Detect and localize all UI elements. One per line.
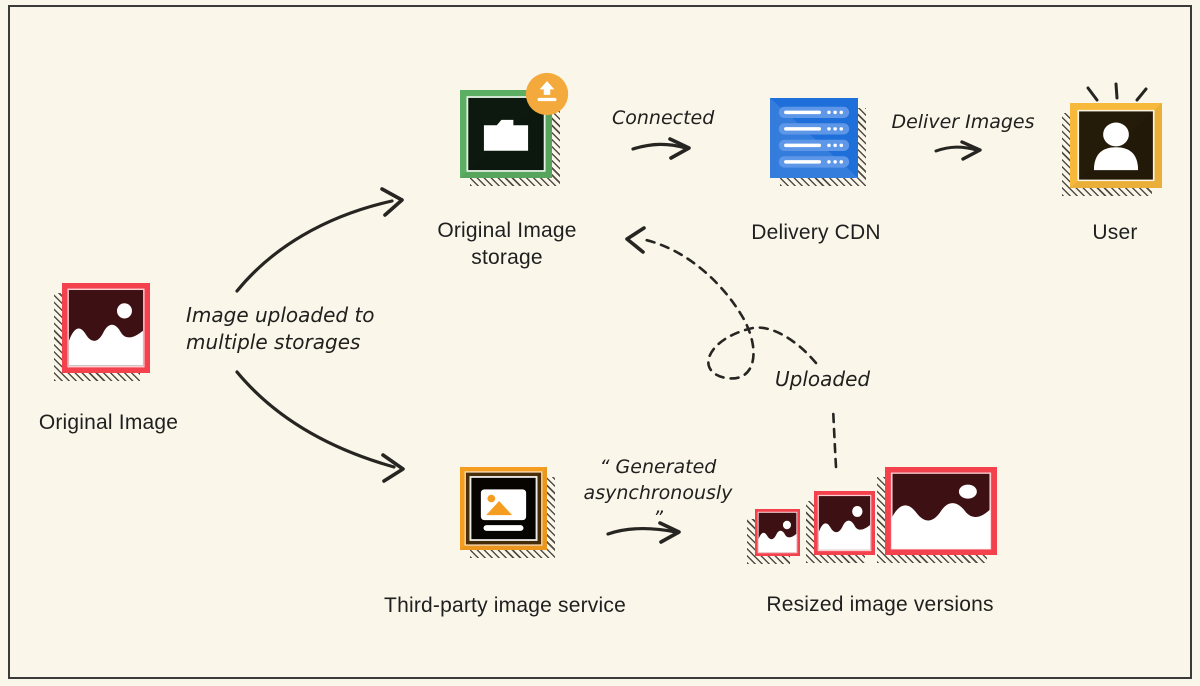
user-rays-icon (1086, 82, 1148, 102)
user-icon (1070, 103, 1162, 188)
deliver-images-arrow-head (960, 140, 982, 161)
uploaded-arrow-head (625, 226, 646, 254)
uploaded-dashed-tail (831, 406, 838, 469)
user-label: User (1092, 221, 1138, 244)
resized-image-large-icon (885, 467, 997, 555)
delivery-cdn-icon (770, 98, 858, 178)
original-image-storage-label: Original Image storage (437, 219, 577, 269)
connected-arrow (631, 142, 688, 151)
third-party-image-service-icon (460, 467, 547, 550)
deliver-images-arrow (934, 145, 979, 153)
deliver-images-annotation: Deliver Images (891, 111, 1035, 133)
original-image-label: Original Image (38, 411, 179, 434)
resized-image-medium-icon (814, 491, 875, 555)
original-image-storage-icon (460, 72, 569, 178)
third-party-image-service-label: Third-party image service (384, 594, 626, 617)
uploaded-dashed-loop (644, 238, 818, 380)
generated-arrow-head (658, 521, 681, 544)
resized-image-small-icon (755, 509, 800, 556)
upload-badge-icon (525, 72, 569, 116)
generated-async-annotation: “ Generated asynchronously ” (583, 456, 733, 530)
generated-arrow (606, 526, 678, 536)
delivery-cdn-label: Delivery CDN (751, 221, 881, 244)
fork-annotation: Image uploaded to multiple storages (186, 303, 375, 354)
fork-arrow-bottom-head (381, 453, 405, 483)
resized-image-versions-label: Resized image versions (766, 593, 994, 616)
uploaded-annotation: Uploaded (775, 367, 871, 391)
fork-arrow-top (235, 199, 394, 293)
fork-arrow-top-head (380, 187, 404, 217)
original-image-icon (62, 283, 150, 373)
fork-arrow-bottom (235, 370, 396, 469)
connected-annotation: Connected (612, 107, 715, 129)
connected-arrow-head (668, 137, 691, 160)
